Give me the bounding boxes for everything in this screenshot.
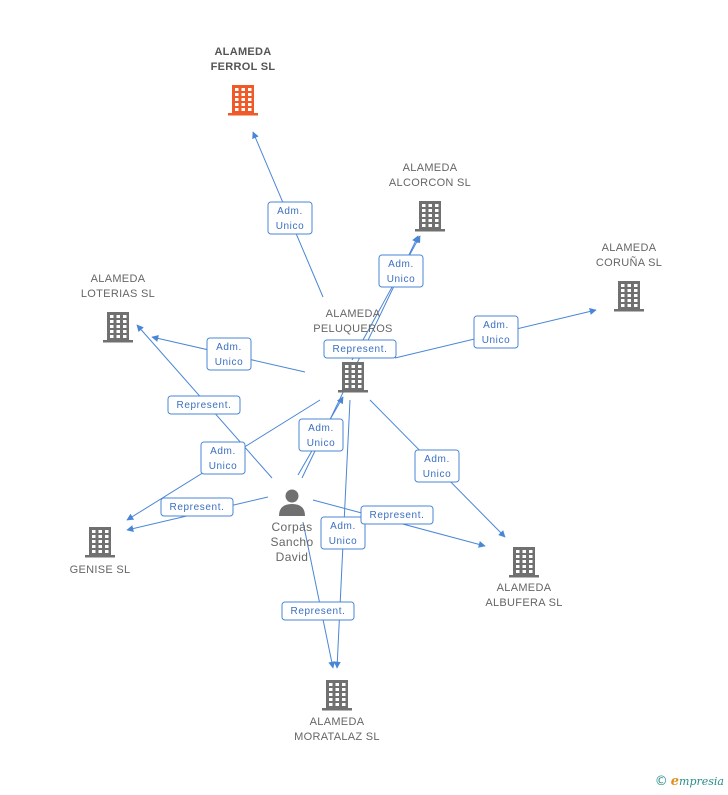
building-icon	[338, 362, 368, 393]
edge-label-text: Unico	[307, 438, 336, 449]
edge-label-text: Unico	[329, 536, 358, 547]
node-albufera[interactable]: ALAMEDA ALBUFERA SL	[485, 547, 562, 609]
building-icon	[322, 680, 352, 711]
node-label-corpas: Corpas	[271, 520, 312, 534]
brand-watermark: ©empresia	[655, 774, 724, 789]
node-label-moratalaz: ALAMEDA	[310, 716, 365, 728]
edge-label-text: Represent.	[370, 510, 425, 521]
building-icon	[614, 281, 644, 312]
edge-label-text: Adm.	[210, 446, 236, 457]
node-label-loterias: LOTERIAS SL	[81, 288, 155, 300]
node-label-coruna: CORUÑA SL	[596, 256, 662, 269]
edge-corpas-moratalaz	[302, 521, 336, 669]
person-icon	[279, 489, 305, 516]
building-icon	[509, 547, 539, 578]
edge-label-text: Represent.	[177, 400, 232, 411]
edge-label-text: Unico	[423, 469, 452, 480]
edge-label-box[interactable]: Represent.	[281, 601, 355, 621]
edge-label-box[interactable]: Represent.	[160, 497, 234, 517]
edge-label-box[interactable]: Adm. Unico	[414, 449, 460, 483]
edge-label-text: Represent.	[170, 502, 225, 513]
node-label-albufera: ALBUFERA SL	[485, 597, 562, 609]
edge-label-text: Adm.	[277, 206, 303, 217]
node-label-alcorcon: ALCORCON SL	[389, 177, 471, 189]
copyright-symbol: ©	[654, 774, 668, 789]
edge-label-box[interactable]: Adm. Unico	[473, 315, 519, 349]
edge-label-text: Unico	[209, 461, 238, 472]
node-ferrol[interactable]: ALAMEDA FERROL SL	[211, 46, 276, 116]
building-icon	[228, 85, 258, 116]
edge-label-box[interactable]: Represent.	[360, 505, 434, 525]
node-label-ferrol: FERROL SL	[211, 61, 276, 73]
edge-label-box[interactable]: Adm. Unico	[320, 516, 366, 550]
building-icon	[85, 527, 115, 558]
brand-name: mpresia	[679, 775, 724, 788]
edge-label-text: Adm.	[388, 259, 414, 270]
edge-label-text: Unico	[387, 274, 416, 285]
node-label-ferrol: ALAMEDA	[214, 46, 271, 58]
node-label-alcorcon: ALAMEDA	[403, 162, 458, 174]
node-label-loterias: ALAMEDA	[91, 273, 146, 285]
edge-label-text: Unico	[276, 221, 305, 232]
edge-label-text: Adm.	[483, 320, 509, 331]
edge-label-text: Represent.	[333, 344, 388, 355]
edge-label-box[interactable]: Represent.	[323, 339, 397, 359]
edge-label-text: Unico	[482, 335, 511, 346]
edge-label-box[interactable]: Adm. Unico	[298, 418, 344, 452]
node-alcorcon[interactable]: ALAMEDA ALCORCON SL	[389, 162, 471, 232]
edge-label-text: Represent.	[291, 606, 346, 617]
building-icon	[415, 201, 445, 232]
node-label-coruna: ALAMEDA	[602, 242, 657, 254]
edge-label-text: Adm.	[424, 454, 450, 465]
node-label-moratalaz: MORATALAZ SL	[294, 731, 380, 743]
edge-label-box[interactable]: Adm. Unico	[267, 201, 313, 235]
edge-label-text: Adm.	[216, 342, 242, 353]
node-label-albufera: ALAMEDA	[497, 582, 552, 594]
node-moratalaz[interactable]: ALAMEDA MORATALAZ SL	[294, 680, 380, 743]
edge-label-box[interactable]: Adm. Unico	[200, 441, 246, 475]
edge-label-text: Adm.	[330, 521, 356, 532]
building-icon	[103, 312, 133, 343]
edge-label-box[interactable]: Adm. Unico	[206, 337, 252, 371]
edge-label-box[interactable]: Adm. Unico	[378, 254, 424, 288]
node-loterias[interactable]: ALAMEDA LOTERIAS SL	[81, 273, 155, 343]
node-label-genise: GENISE SL	[70, 564, 131, 576]
edge-label-box[interactable]: Represent.	[167, 395, 241, 415]
edge-label-text: Adm.	[308, 423, 334, 434]
brand-initial: e	[670, 774, 680, 789]
node-label-peluqueros: PELUQUEROS	[313, 323, 392, 335]
node-label-peluqueros: ALAMEDA	[326, 308, 381, 320]
node-genise[interactable]: GENISE SL	[70, 527, 131, 576]
edge-label-text: Unico	[215, 357, 244, 368]
node-coruna[interactable]: ALAMEDA CORUÑA SL	[596, 242, 662, 312]
node-label-corpas: Sancho	[270, 535, 313, 549]
node-label-corpas: David	[276, 550, 309, 564]
